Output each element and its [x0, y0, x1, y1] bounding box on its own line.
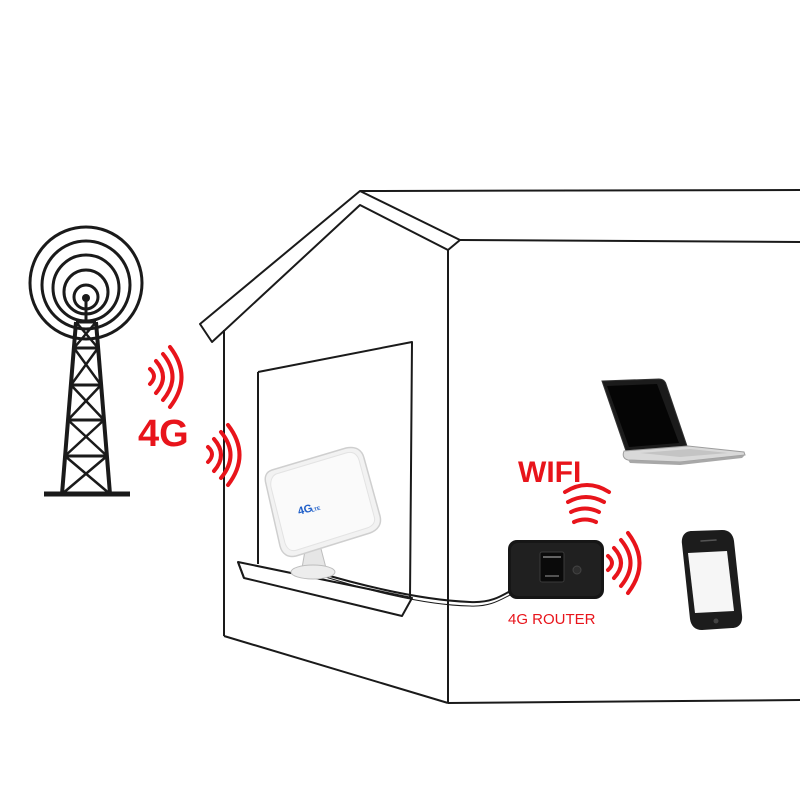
- cell-tower-icon: [28, 225, 144, 497]
- signal-4g-label: 4G: [138, 413, 189, 455]
- wifi-waves-upper: [563, 483, 611, 524]
- router-icon: [508, 540, 604, 599]
- laptop-icon: [601, 378, 746, 465]
- window-sill: [237, 561, 413, 617]
- antenna-badge: 4G: [297, 502, 314, 518]
- house-outline: [199, 189, 800, 704]
- smartphone-icon: [681, 530, 743, 630]
- router-label: 4G ROUTER: [508, 611, 596, 628]
- antenna-cable: [315, 571, 513, 604]
- signal-waves-lower: [206, 423, 242, 487]
- wifi-waves-right: [606, 531, 642, 595]
- antenna-badge-sub: LTE: [311, 505, 322, 513]
- signal-waves-upper: [148, 345, 184, 409]
- panel-antenna-icon: 4G LTE: [264, 446, 382, 580]
- wifi-label: WIFI: [518, 456, 581, 489]
